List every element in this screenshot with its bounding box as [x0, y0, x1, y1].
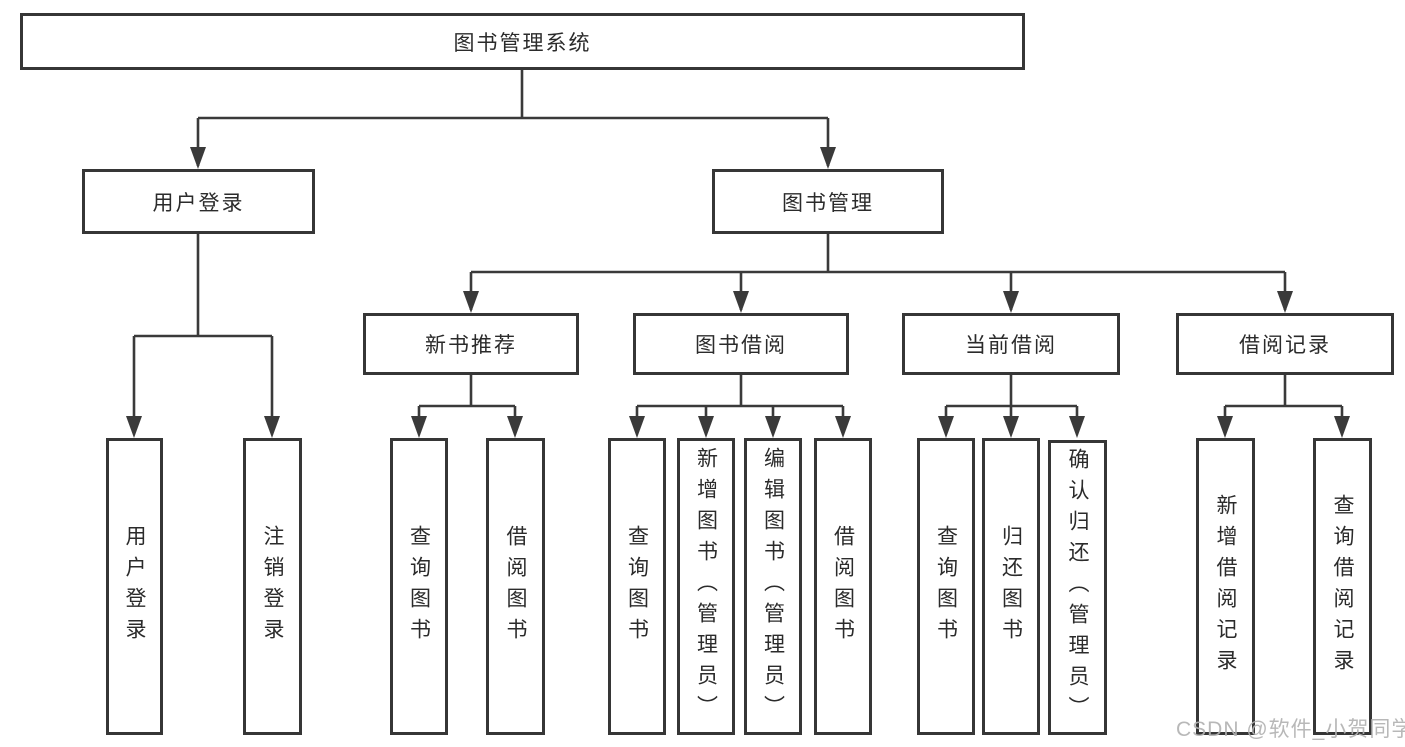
connector-book-borrowing-to-leaves — [635, 375, 845, 434]
leaf-user-login: 用户登录 — [106, 438, 163, 735]
leaf-logout-login: 注销登录 — [243, 438, 302, 735]
arrow-down-icon — [629, 416, 645, 438]
connector-lines — [132, 70, 1344, 434]
node-label: 借阅记录 — [1239, 334, 1331, 357]
node-label: 图书管理 — [782, 191, 874, 215]
node-current-borrowing: 当前借阅 — [902, 313, 1120, 375]
node-user-login: 用户登录 — [82, 169, 315, 234]
node-book-borrowing: 图书借阅 — [633, 313, 849, 375]
arrow-down-icon — [1003, 416, 1019, 438]
node-label: 图书管理系统 — [453, 31, 592, 55]
arrow-down-icon — [733, 291, 749, 313]
node-label: 新增图书（管理员） — [694, 447, 718, 726]
arrow-down-icon — [1003, 291, 1019, 313]
arrow-down-icon — [190, 147, 206, 169]
node-label: 新增借阅记录 — [1214, 493, 1237, 680]
node-label: 归还图书 — [999, 524, 1023, 649]
node-label: 图书借阅 — [695, 334, 787, 357]
arrow-down-icon — [835, 416, 851, 438]
connector-new-book-recommendation-to-leaves — [417, 375, 517, 434]
node-label: 用户登录 — [152, 191, 245, 215]
leaf-confirm-return-admin: 确认归还（管理员） — [1048, 440, 1107, 735]
arrow-down-icon — [411, 416, 427, 438]
arrow-down-icon — [463, 291, 479, 313]
node-label: 查询图书 — [625, 524, 649, 649]
leaf-edit-books-admin: 编辑图书（管理员） — [744, 438, 802, 735]
leaf-query-books-current: 查询图书 — [917, 438, 975, 735]
node-label: 查询借阅记录 — [1331, 493, 1354, 680]
arrow-down-icon — [1069, 416, 1085, 438]
node-label: 借阅图书 — [831, 524, 855, 649]
connector-book-management-to-level3 — [469, 234, 1287, 310]
connector-user-login-to-leaves — [132, 234, 274, 432]
node-borrowing-records: 借阅记录 — [1176, 313, 1394, 375]
leaf-query-books-borrowing: 查询图书 — [608, 438, 666, 735]
node-label: 新书推荐 — [425, 334, 517, 357]
node-label: 借阅图书 — [504, 524, 527, 649]
leaf-query-borrowing-record: 查询借阅记录 — [1313, 438, 1372, 735]
connector-root-to-level2 — [196, 70, 830, 166]
connector-arrowheads — [126, 147, 1350, 438]
arrow-down-icon — [820, 147, 836, 169]
node-book-management: 图书管理 — [712, 169, 944, 234]
arrow-down-icon — [264, 416, 280, 438]
node-library-management-system: 图书管理系统 — [20, 13, 1025, 70]
node-label: 当前借阅 — [965, 334, 1057, 357]
arrow-down-icon — [126, 416, 142, 438]
arrow-down-icon — [1334, 416, 1350, 438]
leaf-borrow-books-borrowing: 借阅图书 — [814, 438, 872, 735]
arrow-down-icon — [507, 416, 523, 438]
arrow-down-icon — [698, 416, 714, 438]
node-label: 确认归还（管理员） — [1066, 448, 1089, 727]
node-label: 查询图书 — [407, 524, 431, 649]
leaf-borrow-books-recommendation: 借阅图书 — [486, 438, 545, 735]
arrow-down-icon — [765, 416, 781, 438]
node-label: 编辑图书（管理员） — [761, 447, 785, 726]
node-label: 查询图书 — [934, 524, 958, 649]
leaf-return-books: 归还图书 — [982, 438, 1040, 735]
node-label: 注销登录 — [261, 524, 284, 649]
leaf-add-borrowing-record: 新增借阅记录 — [1196, 438, 1255, 735]
arrow-down-icon — [1217, 416, 1233, 438]
leaf-query-books-recommendation: 查询图书 — [390, 438, 448, 735]
connector-borrowing-records-to-leaves — [1223, 375, 1344, 434]
node-new-book-recommendation: 新书推荐 — [363, 313, 579, 375]
arrow-down-icon — [1277, 291, 1293, 313]
csdn-watermark: CSDN @软件_小贺同学 — [1176, 718, 1405, 741]
arrow-down-icon — [938, 416, 954, 438]
node-label: 用户登录 — [123, 524, 146, 649]
leaf-add-books-admin: 新增图书（管理员） — [677, 438, 735, 735]
